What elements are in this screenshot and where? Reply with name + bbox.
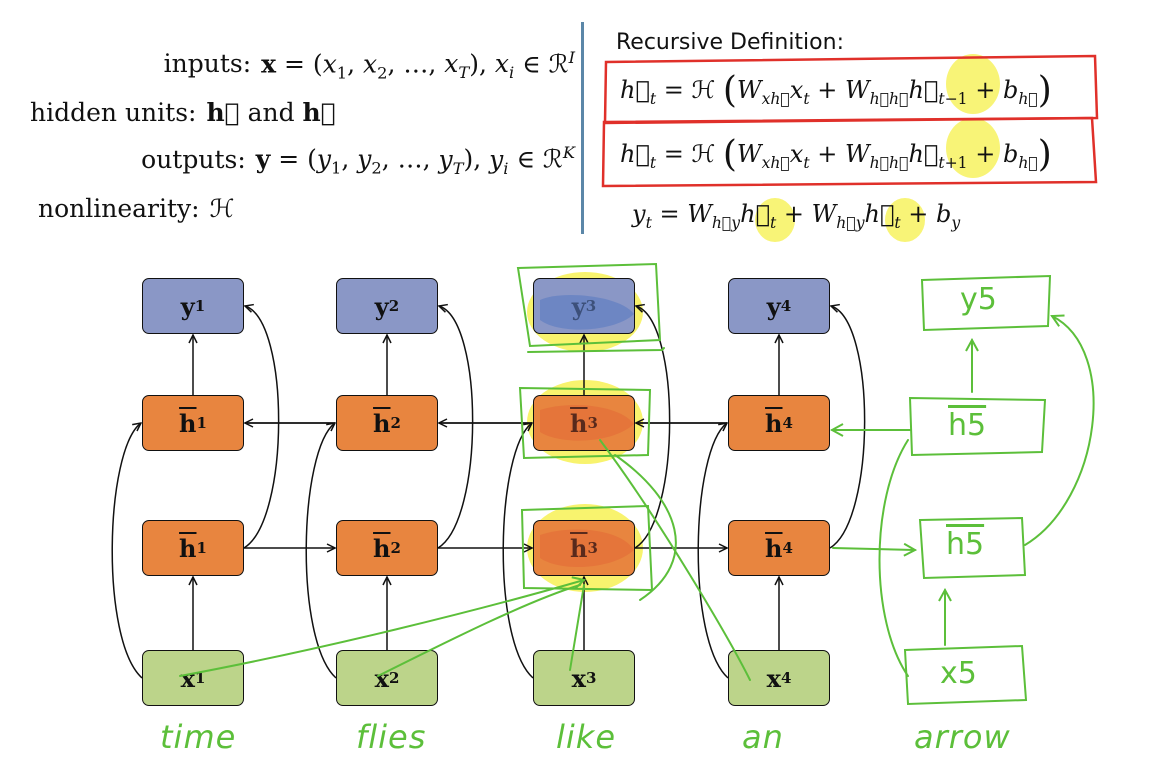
- output-equation: yt = Wh⃗yh⃗t + Wh⃖yh⃖t + by: [632, 200, 961, 232]
- backward-hidden-equation: h⃖t = ℋ (Wxh⃖xt + Wh⃖h⃖h⃖t+1 + bh⃖): [620, 134, 1052, 175]
- handwritten-backward-h5: h5: [948, 408, 987, 443]
- nonlinearity-row: nonlinearity: ℋ: [0, 189, 575, 229]
- handwritten-x5: x5: [940, 656, 977, 691]
- outputs-math: y = (y1, y2, …, yT), yi ∈ ℛK: [255, 143, 575, 178]
- hidden-row: hidden units: h⃗ and h⃖: [0, 93, 575, 133]
- outputs-row: outputs: y = (y1, y2, …, yT), yi ∈ ℛK: [0, 133, 575, 188]
- nonlinearity-label: nonlinearity:: [38, 193, 200, 223]
- inputs-math: x = (x1, x2, …, xT), xi ∈ ℛI: [261, 48, 575, 83]
- inputs-row: inputs: x = (x1, x2, …, xT), xi ∈ ℛI: [0, 38, 575, 93]
- word-like: like: [556, 718, 616, 756]
- word-flies: flies: [356, 718, 427, 756]
- word-time: time: [160, 718, 237, 756]
- handwritten-forward-h5: h5: [946, 527, 985, 562]
- word-an: an: [742, 718, 784, 756]
- word-arrow: arrow: [914, 718, 1011, 756]
- inputs-label: inputs:: [163, 49, 252, 79]
- hidden-math: h⃗ and h⃖: [206, 98, 336, 128]
- divider-bar: [581, 22, 584, 234]
- hidden-label: hidden units:: [30, 98, 197, 128]
- outputs-label: outputs:: [141, 144, 246, 174]
- notation-definitions: inputs: x = (x1, x2, …, xT), xi ∈ ℛI hid…: [0, 38, 575, 229]
- recursive-definition-title: Recursive Definition:: [616, 30, 844, 55]
- handwritten-y5: y5: [960, 282, 997, 317]
- nonlinearity-math: ℋ: [209, 193, 235, 223]
- forward-hidden-equation: h⃗t = ℋ (Wxh⃗xt + Wh⃗h⃗h⃗t−1 + bh⃗): [620, 70, 1052, 111]
